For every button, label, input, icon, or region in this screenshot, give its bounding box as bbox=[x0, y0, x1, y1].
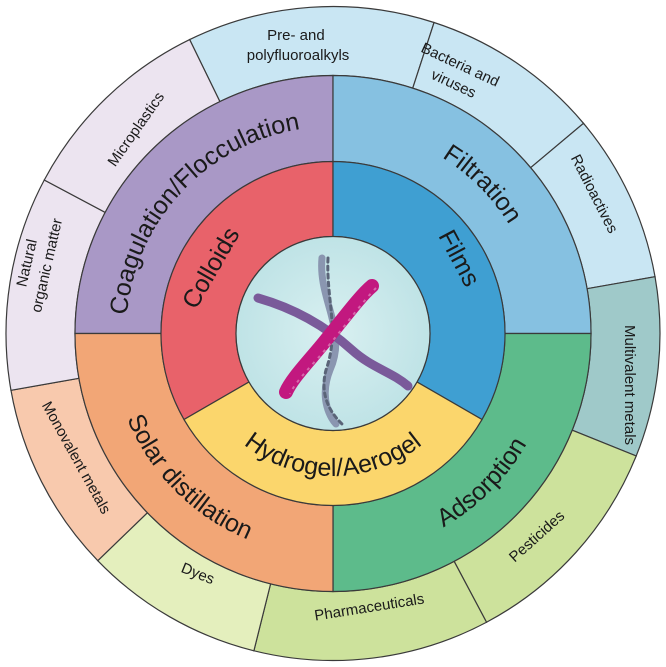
nanofiber-illustration bbox=[253, 254, 413, 428]
label-multivalent-metals: Multivalent metals bbox=[621, 325, 638, 445]
inner-ring bbox=[160, 160, 506, 507]
middle-ring bbox=[74, 74, 592, 593]
label-pfas: Pre- and polyfluoroalkyls bbox=[247, 27, 350, 64]
outer-ring bbox=[5, 5, 661, 662]
